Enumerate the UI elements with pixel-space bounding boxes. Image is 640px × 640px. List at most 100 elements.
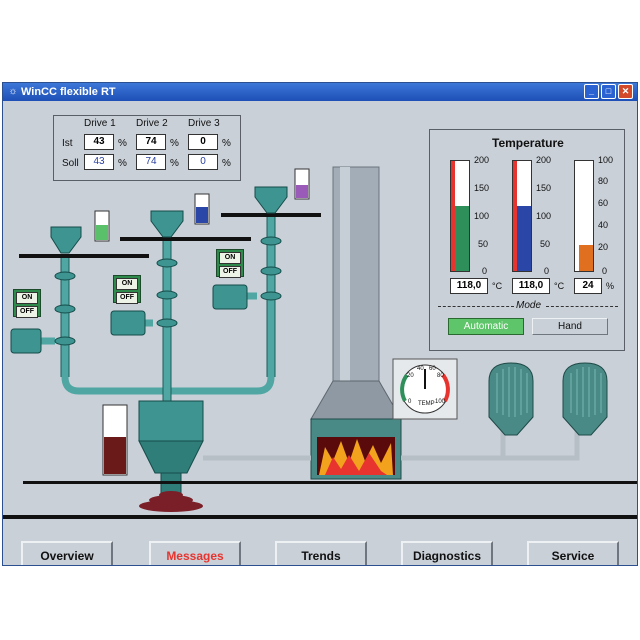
chimney	[332, 166, 380, 382]
temp-gauge-2-fill	[517, 206, 531, 271]
title-bar: ☼ WinCC flexible RT _ □ ✕	[3, 83, 637, 101]
ist-label: Ist	[62, 138, 73, 149]
dial-label: TEMP	[418, 401, 435, 407]
temp-gauge-1	[450, 160, 470, 272]
process-canvas: 20 40 60 80 0 100 TEMP ON OFF ON OFF ON …	[3, 101, 637, 565]
overview-button[interactable]: Overview	[21, 541, 113, 565]
trends-button[interactable]: Trends	[275, 541, 367, 565]
gauge-tick: 50	[478, 239, 489, 249]
unit-label: %	[222, 138, 231, 149]
mixer-level-fill	[104, 437, 126, 474]
level-3-unit: %	[606, 281, 615, 291]
close-icon[interactable]: ✕	[618, 84, 633, 99]
gauge-tick: 200	[474, 155, 490, 165]
dial-tick: 60	[429, 366, 436, 372]
gauge-tick: 100	[474, 211, 490, 221]
gauge-tick: 0	[602, 266, 608, 276]
dial-tick: 40	[417, 366, 424, 372]
unit-label: %	[222, 158, 231, 169]
gauge-tick: 40	[598, 220, 609, 230]
drive-2-ist-value: 74	[136, 134, 166, 150]
drive-1-ist-value: 43	[84, 134, 114, 150]
plant-diagram	[3, 166, 637, 519]
gauge-tick: 150	[474, 183, 490, 193]
temp-1-value: 118,0	[450, 278, 488, 294]
level-gauge-3-fill	[579, 244, 593, 271]
mixer-cone	[138, 440, 204, 474]
drive-header-3: Drive 3	[188, 118, 220, 129]
motors	[10, 284, 248, 354]
wincc-window: ☼ WinCC flexible RT _ □ ✕	[2, 82, 638, 566]
mode-divider-left	[438, 306, 514, 307]
gauge-tick: 100	[536, 211, 552, 221]
level-fill-2	[196, 207, 208, 223]
mode-label: Mode	[516, 300, 542, 311]
temperature-title: Temperature	[492, 136, 564, 150]
shelf-2	[120, 237, 251, 241]
floor-line	[3, 515, 637, 519]
mode-divider-right	[546, 306, 618, 307]
temp-1-unit: °C	[492, 281, 503, 291]
drive-1-switch[interactable]: ON OFF	[13, 289, 41, 318]
gauge-tick: 0	[544, 266, 550, 276]
unit-label: %	[170, 138, 179, 149]
gauge-tick: 200	[536, 155, 552, 165]
temperature-panel: Temperature 200 150 100 50 0 118,0 °C 20…	[429, 129, 625, 351]
dial-tick: 0	[408, 399, 412, 405]
window-title: WinCC flexible RT	[21, 86, 116, 98]
off-button[interactable]: OFF	[16, 306, 38, 318]
messages-button[interactable]: Messages	[149, 541, 241, 565]
mixer-hopper	[138, 400, 204, 442]
drive-2-soll-input[interactable]: 74	[136, 154, 166, 170]
dial-red-zone	[441, 373, 450, 402]
app-icon: ☼	[8, 86, 18, 97]
drive-3-ist-value: 0	[188, 134, 218, 150]
gauge-tick: 0	[482, 266, 488, 276]
automatic-button[interactable]: Automatic	[448, 318, 524, 335]
shelf-3	[221, 213, 321, 217]
gauge-tick: 20	[598, 242, 609, 252]
temp-gauge-1-fill	[455, 206, 469, 271]
level-3-value: 24	[574, 278, 602, 294]
drive-1-soll-input[interactable]: 43	[84, 154, 114, 170]
drive-3-soll-input[interactable]: 0	[188, 154, 218, 170]
off-button[interactable]: OFF	[219, 266, 241, 278]
minimize-icon[interactable]: _	[584, 84, 599, 99]
dial-tick: 100	[435, 399, 446, 405]
unit-label: %	[118, 138, 127, 149]
maximize-icon[interactable]: □	[601, 84, 616, 99]
silos	[488, 362, 608, 436]
valves	[54, 236, 282, 346]
silo-pipe	[401, 431, 580, 461]
temp-gauge-2	[512, 160, 532, 272]
drive-header-2: Drive 2	[136, 118, 168, 129]
hand-button[interactable]: Hand	[532, 318, 608, 335]
service-button[interactable]: Service	[527, 541, 619, 565]
drives-panel: Drive 1 Drive 2 Drive 3 Ist Soll 43 74 0…	[53, 115, 241, 181]
on-button[interactable]: ON	[219, 252, 241, 264]
dial-tick: 20	[407, 373, 414, 379]
drive-header-1: Drive 1	[84, 118, 116, 129]
unit-label: %	[170, 158, 179, 169]
gauge-tick: 80	[598, 176, 609, 186]
flames-inner	[325, 453, 387, 475]
chimney-hood	[310, 380, 402, 420]
dosing-hoppers	[50, 186, 288, 254]
gauge-tick: 100	[598, 155, 614, 165]
chimney-highlight	[340, 167, 350, 381]
off-button[interactable]: OFF	[116, 292, 138, 304]
diagnostics-button[interactable]: Diagnostics	[401, 541, 493, 565]
level-gauge-3	[574, 160, 594, 272]
drive-3-switch[interactable]: ON OFF	[216, 249, 244, 278]
soll-label: Soll	[62, 158, 79, 169]
granules-pile	[139, 491, 203, 512]
unit-label: %	[118, 158, 127, 169]
gauge-tick: 150	[536, 183, 552, 193]
shelf-1	[19, 254, 149, 258]
conveyor-line	[23, 481, 637, 484]
on-button[interactable]: ON	[116, 278, 138, 290]
on-button[interactable]: ON	[16, 292, 38, 304]
dial-tick: 80	[437, 373, 444, 379]
temp-2-value: 118,0	[512, 278, 550, 294]
drive-2-switch[interactable]: ON OFF	[113, 275, 141, 304]
